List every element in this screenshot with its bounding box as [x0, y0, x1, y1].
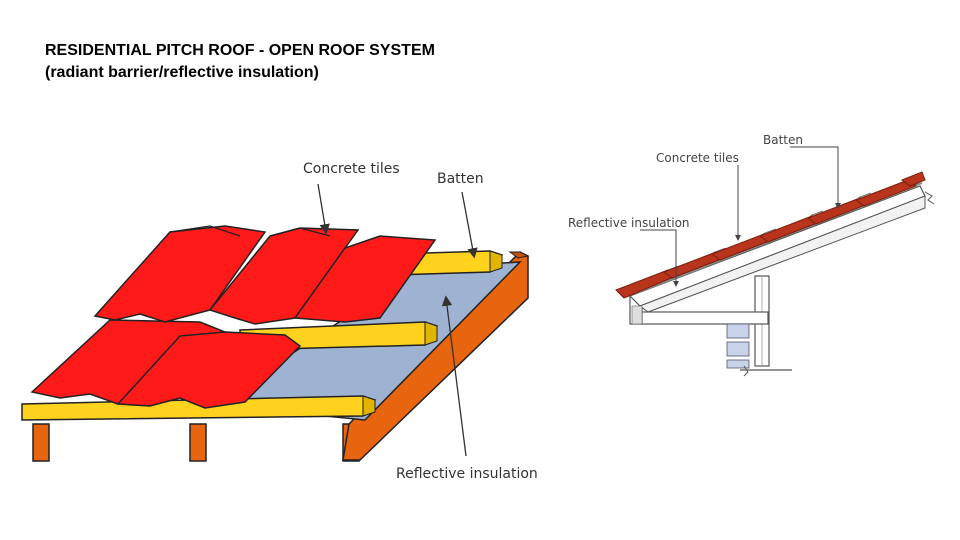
vent-blocks — [726, 323, 750, 369]
title-line-1: RESIDENTIAL PITCH ROOF - OPEN ROOF SYSTE… — [45, 42, 435, 59]
slide-title: RESIDENTIAL PITCH ROOF - OPEN ROOF SYSTE… — [45, 40, 435, 84]
arrow-right-reflective-insulation — [640, 229, 679, 287]
label-concrete-tiles: Concrete tiles — [303, 161, 400, 177]
left-roof-diagram: Concrete tiles Batten Reflective insulat… — [21, 161, 538, 482]
section-tiles — [615, 171, 926, 299]
arrow-concrete-tiles — [317, 183, 330, 235]
sloping-rafter — [628, 185, 926, 307]
arrow-batten — [461, 191, 478, 259]
right-label-reflective-insulation: Reflective insulation — [568, 216, 690, 230]
rafters — [32, 251, 530, 462]
arrow-reflective-insulation — [441, 295, 467, 457]
right-label-concrete-tiles: Concrete tiles — [656, 151, 739, 165]
concrete-tiles — [30, 225, 437, 409]
arrow-right-batten — [790, 146, 841, 209]
right-label-batten: Batten — [763, 133, 803, 147]
title-line-2: (radiant barrier/reflective insulation) — [45, 64, 319, 81]
right-roof-section-diagram: Batten Concrete tiles Reflective insulat… — [568, 133, 935, 377]
label-reflective-insulation: Reflective insulation — [396, 466, 538, 482]
label-batten: Batten — [437, 171, 484, 187]
